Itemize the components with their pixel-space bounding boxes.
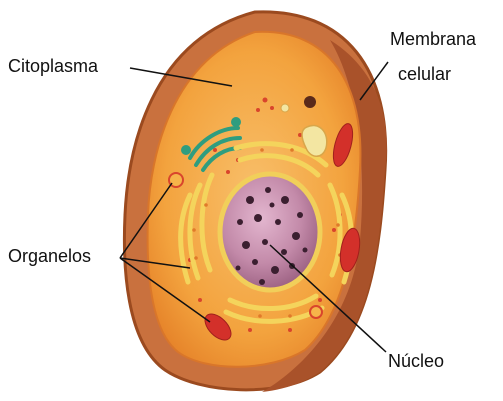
label-citoplasma: Citoplasma (8, 56, 99, 76)
small-vesicle (281, 104, 289, 112)
label-membrana-line2: celular (398, 64, 451, 84)
dark-vesicle (304, 96, 316, 108)
label-membrana-line1: Membrana (390, 29, 477, 49)
label-nucleo: Núcleo (388, 351, 444, 371)
label-organelos: Organelos (8, 246, 91, 266)
organelle-circle-bottom (310, 306, 322, 318)
